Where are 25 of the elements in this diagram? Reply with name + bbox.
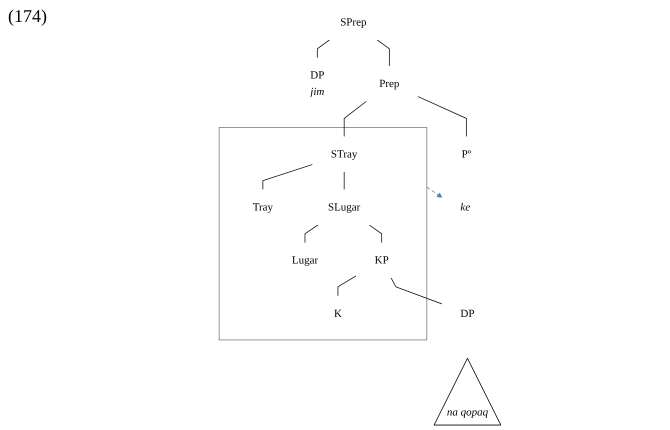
node-text: ke — [460, 200, 470, 214]
node-text: Pº — [462, 148, 472, 160]
connector — [390, 277, 442, 304]
connector — [344, 100, 368, 138]
connector — [338, 275, 357, 296]
node-text: SLugar — [328, 200, 360, 214]
node-text: DP jim — [310, 68, 324, 98]
node-text: Lugar — [292, 254, 318, 266]
node-text: Tray — [252, 200, 274, 214]
connector — [376, 39, 390, 67]
example-number: (174) — [8, 6, 47, 27]
node-text: KP — [374, 254, 389, 266]
connector — [316, 39, 330, 58]
node-text: Prep — [379, 77, 400, 90]
node-text: STray — [330, 148, 358, 160]
connector — [262, 164, 313, 190]
node-text: DP — [460, 307, 474, 320]
connector — [417, 96, 467, 138]
arrow — [426, 186, 442, 198]
node-text: K — [334, 307, 342, 320]
node-text: SPrep — [340, 16, 366, 28]
connector — [344, 171, 345, 190]
cluster — [218, 127, 428, 340]
connector — [368, 224, 382, 244]
connector — [304, 224, 319, 244]
